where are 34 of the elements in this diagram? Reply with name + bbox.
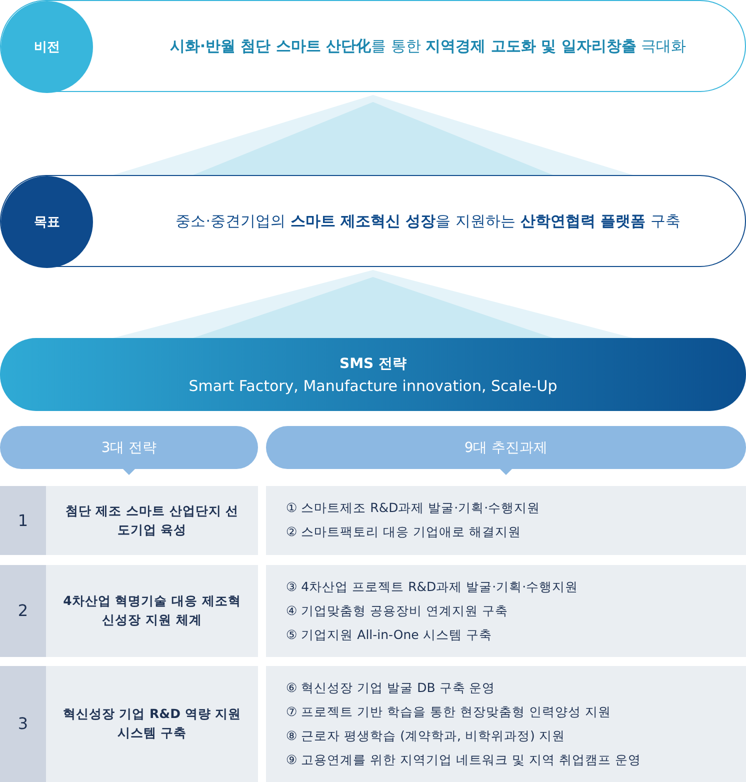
task-item: ⑨ 고용연계를 위한 지역기업 네트워크 및 지역 취업캠프 운영 — [286, 752, 641, 768]
circle-label: 목표 — [34, 214, 60, 231]
banner-title: SMS 전략 — [340, 354, 406, 372]
task-item: ③ 4차산업 프로젝트 R&D과제 발굴·기획·수행지원 — [286, 578, 578, 596]
strategy-text: 첨단 제조 스마트 산업단지 선도기업 육성 — [64, 502, 240, 538]
task-item: ② 스마트팩토리 대응 기업애로 해결지원 — [286, 524, 522, 541]
header-label: 9대 추진과제 — [464, 438, 548, 456]
task-item: ⑥ 혁신성장 기업 발굴 DB 구축 운영 — [286, 680, 496, 696]
task-item: ⑤ 기업지원 All-in-One 시스템 구축 — [286, 626, 492, 644]
statement-pill — [0, 0, 746, 92]
row-number-cell — [0, 666, 46, 782]
upward-chevron — [193, 277, 553, 338]
banner-subtitle: Smart Factory, Manufacture innovation, Scale-Up — [188, 376, 558, 394]
header-label: 3대 전략 — [101, 438, 157, 456]
row-number: 2 — [18, 600, 28, 622]
circle-label: 비전 — [34, 39, 60, 56]
statement-pill — [0, 175, 746, 267]
statement-text: 중소·중견기업의 스마트 제조혁신 성장을 지원하는 산학연협력 플랫폼 구축 — [176, 212, 680, 230]
strategy-cell — [46, 565, 258, 657]
row-number-cell — [0, 486, 46, 555]
strategy-cell — [46, 486, 258, 555]
row-number-cell — [0, 565, 46, 657]
strategy-text: 4차산업 혁명기술 대응 제조혁신성장 지원 체계 — [62, 592, 242, 629]
task-item: ⑧ 근로자 평생학습 (계약학과, 비학위과정) 지원 — [286, 728, 565, 744]
strategy-text: 혁신성장 기업 R&D 역량 지원 시스템 구축 — [62, 705, 242, 742]
task-item: ⑦ 프로젝트 기반 학습을 통한 현장맞춤형 인력양성 지원 — [286, 704, 612, 720]
task-item: ① 스마트제조 R&D과제 발굴·기획·수행지원 — [286, 500, 540, 517]
row-number: 3 — [18, 713, 28, 735]
statement-text: 시화·반월 첨단 스마트 산단化를 통한 지역경제 고도화 및 일자리창출 극대화 — [170, 36, 686, 56]
strategy-cell — [46, 666, 258, 782]
task-item: ④ 기업맞춤형 공용장비 연계지원 구축 — [286, 602, 508, 620]
strategy-banner — [0, 338, 746, 411]
upward-chevron — [193, 102, 553, 175]
row-number: 1 — [18, 510, 28, 532]
